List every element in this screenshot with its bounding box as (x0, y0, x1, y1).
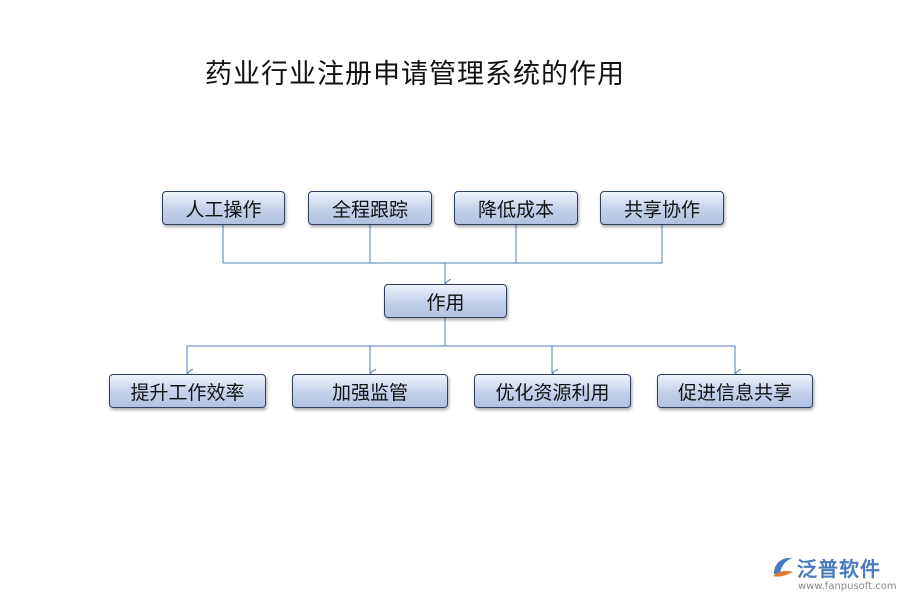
node-label: 加强监管 (331, 381, 408, 404)
node-center-function: 作用 (384, 284, 507, 318)
fanpu-logo-icon (773, 557, 793, 577)
node-strengthen-supervision: 加强监管 (292, 374, 448, 408)
node-label: 促进信息共享 (677, 381, 792, 404)
node-label: 全程跟踪 (331, 198, 408, 221)
node-label: 共享协作 (623, 198, 700, 221)
node-label: 降低成本 (477, 198, 554, 221)
node-label: 人工操作 (185, 198, 262, 221)
node-reduce-cost: 降低成本 (454, 191, 578, 225)
node-label: 提升工作效率 (130, 381, 245, 404)
node-label: 优化资源利用 (495, 381, 610, 404)
node-shared-collaboration: 共享协作 (600, 191, 724, 225)
node-improve-efficiency: 提升工作效率 (109, 374, 266, 408)
node-label: 作用 (426, 291, 465, 314)
diagram-title: 药业行业注册申请管理系统的作用 (205, 59, 625, 90)
node-manual-operation: 人工操作 (162, 191, 285, 225)
node-full-tracking: 全程跟踪 (308, 191, 432, 225)
node-promote-info-sharing: 促进信息共享 (657, 374, 813, 408)
brand-name: 泛普软件 (797, 557, 881, 581)
node-optimize-resources: 优化资源利用 (474, 374, 631, 408)
brand-logo: 泛普软件 www.fanpusoft.com (770, 553, 897, 597)
brand-url: www.fanpusoft.com (798, 581, 897, 592)
